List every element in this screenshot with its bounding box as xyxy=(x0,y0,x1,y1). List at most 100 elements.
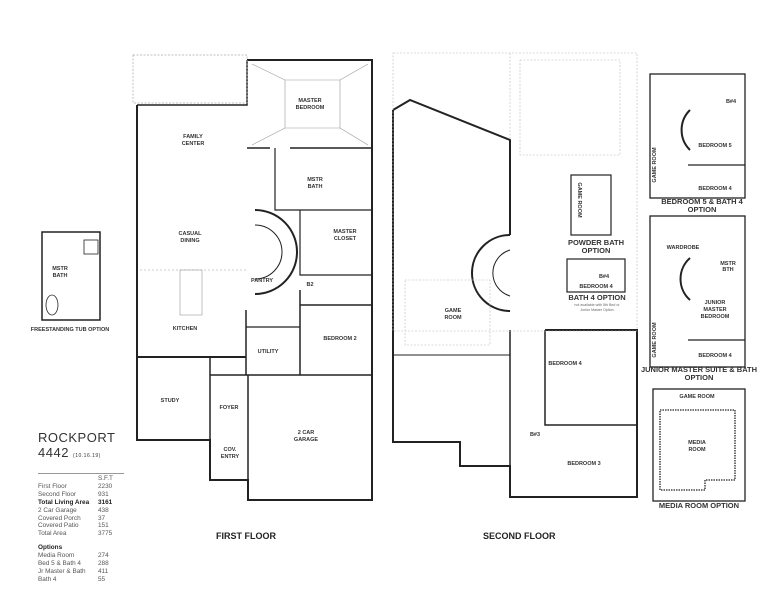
room-label-kitchen: KITCHEN xyxy=(173,326,197,332)
room-label-master-closet: CLOSET xyxy=(334,236,357,242)
room-label-mstr-bath: MSTR xyxy=(307,177,323,183)
area-label: 2 Car Garage xyxy=(38,506,77,514)
area-value: 37 xyxy=(98,514,106,522)
area-value: 55 xyxy=(98,575,106,583)
room-label-cov-entry: COV. xyxy=(224,447,237,453)
room-label-b4: B#4 xyxy=(599,274,610,280)
first-floor-title: FIRST FLOOR xyxy=(216,531,276,541)
room-label-bedroom-3: BEDROOM 3 xyxy=(567,461,600,467)
area-row: Covered Patio 151 xyxy=(38,522,118,530)
area-label: Total Living Area xyxy=(38,498,90,506)
plan-number-line: 4442 (10.16.19) xyxy=(38,445,115,464)
caption-powder-bath: POWDER BATH xyxy=(568,238,624,247)
room-label-media-room: ROOM xyxy=(688,447,706,453)
room-label-option-mstr-bath: MSTR xyxy=(52,266,68,272)
room-label-pantry: PANTRY xyxy=(251,278,273,284)
divider xyxy=(38,473,124,474)
area-label: Covered Patio xyxy=(38,522,79,530)
area-row: Total Living Area 3161 xyxy=(38,499,118,507)
room-label-jm-game-room: GAME ROOM xyxy=(652,322,658,358)
room-label-media-game-room: GAME ROOM xyxy=(679,394,715,400)
area-value: 151 xyxy=(98,522,109,530)
room-label-game-room: ROOM xyxy=(444,315,462,321)
room-label-wardrobe: WARDROBE xyxy=(667,245,700,251)
plan-number: 4442 xyxy=(38,445,69,460)
covered-patio xyxy=(132,54,248,104)
caption-junior-master: JUNIOR MASTER SUITE & BATH xyxy=(641,365,757,374)
second-floor-open-areas xyxy=(392,52,638,346)
area-row: Bed 5 & Bath 4 288 xyxy=(38,560,118,568)
room-label-opt-b4: B#4 xyxy=(726,99,737,105)
second-floor-walls xyxy=(392,98,638,498)
room-label-foyer: FOYER xyxy=(220,405,239,411)
room-label-jm-bedroom-4: BEDROOM 4 xyxy=(698,353,732,359)
plan-date: (10.16.19) xyxy=(73,453,101,459)
room-label-cov-entry: ENTRY xyxy=(221,454,240,460)
room-label-opt-game-room: GAME ROOM xyxy=(652,147,658,183)
area-row: Second Floor 931 xyxy=(38,491,118,499)
area-label: Second Floor xyxy=(38,490,77,498)
room-label-family-center: CENTER xyxy=(182,141,205,147)
room-label-game-room: GAME xyxy=(445,308,462,314)
ceiling-lines xyxy=(140,63,369,316)
second-floor-title: SECOND FLOOR xyxy=(483,531,556,541)
caption-media-room: MEDIA ROOM OPTION xyxy=(659,501,739,510)
junior-master-option-drawing xyxy=(649,215,746,368)
area-label: Bed 5 & Bath 4 xyxy=(38,560,81,568)
room-label-b2: B2 xyxy=(306,282,313,288)
room-label-bedroom: BEDROOM xyxy=(701,314,730,320)
room-label-utility: UTILITY xyxy=(258,349,279,355)
area-label: Covered Porch xyxy=(38,514,81,522)
room-label-bedroom-2: BEDROOM 2 xyxy=(323,336,356,342)
plan-title: ROCKPORT 4442 (10.16.19) xyxy=(38,430,115,464)
freestanding-tub-option-drawing xyxy=(41,231,101,321)
room-label-b3: B#3 xyxy=(530,432,540,438)
plan-name: ROCKPORT xyxy=(38,430,116,445)
area-value: 274 xyxy=(98,552,109,560)
media-room-option-drawing xyxy=(652,388,746,502)
area-label: Total Area xyxy=(38,530,67,538)
area-label: Media Room xyxy=(38,552,75,560)
room-label-casual-dining: DINING xyxy=(180,238,199,244)
room-label-mstr-bath: BATH xyxy=(308,184,323,190)
area-value: 438 xyxy=(98,506,109,514)
powder-bath-option-drawing xyxy=(570,174,612,236)
sqft-header-row: S.F.T xyxy=(38,475,118,483)
room-label-casual-dining: CASUAL xyxy=(179,231,203,237)
area-value: 931 xyxy=(98,490,109,498)
room-label-jm-bth: BTH xyxy=(722,267,733,273)
options-header: Options xyxy=(38,544,63,552)
area-value: 3161 xyxy=(98,498,113,506)
area-row: 2 Car Garage 438 xyxy=(38,507,118,515)
bath-4-note: not available with 5th Bed or xyxy=(574,303,620,307)
area-value: 3775 xyxy=(98,530,113,538)
room-label-junior: JUNIOR xyxy=(705,300,726,306)
room-label-master-bedroom: BEDROOM xyxy=(296,105,325,111)
caption-freestanding-tub: FREESTANDING TUB OPTION xyxy=(31,327,109,333)
bedroom-5-option-drawing xyxy=(649,73,746,199)
sqft-header: S.F.T xyxy=(98,475,113,482)
area-row: Total Area 3775 xyxy=(38,530,118,538)
caption-bath-4: BATH 4 OPTION xyxy=(568,293,625,302)
area-row: Media Room 274 xyxy=(38,552,118,560)
first-floor-walls xyxy=(136,59,373,501)
area-label: Jr Master & Bath xyxy=(38,567,86,575)
room-label-master: MASTER xyxy=(703,307,726,313)
room-label-master-closet: MASTER xyxy=(333,229,356,235)
room-label-bedroom-5: BEDROOM 5 xyxy=(698,143,731,149)
area-label: First Floor xyxy=(38,482,67,490)
bath-4-note: Junior Master Option xyxy=(580,308,613,312)
room-label-jm-mstr: MSTR xyxy=(720,261,736,267)
area-value: 2230 xyxy=(98,482,113,490)
caption-bedroom-5: OPTION xyxy=(688,205,717,214)
area-row: First Floor 2230 xyxy=(38,483,118,491)
room-label-garage: 2 CAR xyxy=(298,430,315,436)
room-label-opt-bedroom-4: BEDROOM 4 xyxy=(698,186,732,192)
area-value: 288 xyxy=(98,560,109,568)
room-label-bath4-bedroom-4: BEDROOM 4 xyxy=(579,284,613,290)
